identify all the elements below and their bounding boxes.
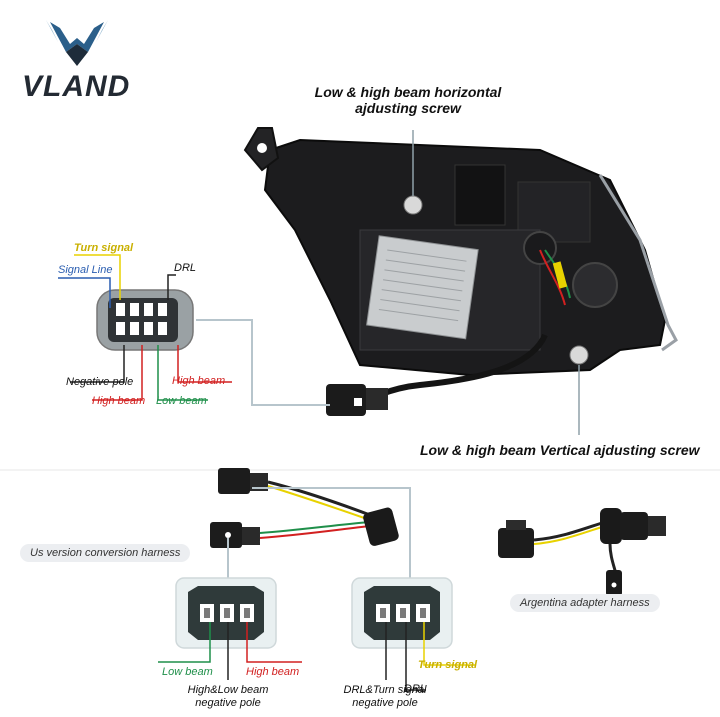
label-turn-signal: Turn signal <box>74 242 134 254</box>
right-plug-illustration <box>351 577 453 649</box>
headlight-plug-illustration <box>326 384 388 416</box>
brand-logo: VLAND <box>22 14 132 104</box>
right-plug-negative: DRL&Turn signal negative pole <box>330 684 440 710</box>
left-plug-negative-line1: High&Low beam <box>187 684 269 696</box>
vland-emblem-icon <box>46 20 108 66</box>
right-plug-negative-line2: negative pole <box>352 697 418 709</box>
left-plug-negative-line2: negative pole <box>195 697 261 709</box>
argentina-harness-illustration <box>498 508 666 596</box>
brand-name: VLAND <box>22 70 131 103</box>
left-plug-negative: High&Low beam negative pole <box>176 684 280 710</box>
label-high-beam-bottom: High beam <box>92 395 146 407</box>
vertical-screw-callout: Low & high beam Vertical ajdusting screw <box>420 442 700 458</box>
us-harness-tag: Us version conversion harness <box>20 544 191 562</box>
horizontal-screw-line2: ajdusting screw <box>355 100 461 116</box>
label-high-beam-right: High beam <box>172 375 226 387</box>
label-drl: DRL <box>174 262 197 274</box>
label-negative-pole: Negative pole <box>66 376 134 388</box>
left-plug-illustration <box>175 577 277 649</box>
label-signal-line: Signal Line <box>58 264 113 276</box>
right-plug-turn-signal: Turn signal <box>418 659 478 671</box>
horizontal-screw-callout: Low & high beam horizontal ajdusting scr… <box>308 84 508 116</box>
horizontal-screw-line1: Low & high beam horizontal <box>314 84 502 100</box>
right-plug-drl: DRL <box>404 683 427 695</box>
us-harness-illustration <box>210 468 399 548</box>
right-plug-negative-line1: DRL&Turn signal <box>343 684 427 696</box>
argentina-harness-tag: Argentina adapter harness <box>510 594 660 612</box>
left-plug-high-beam: High beam <box>246 666 300 678</box>
left-plug-low-beam: Low beam <box>162 666 213 678</box>
main-connector-illustration <box>96 289 194 351</box>
headlight-housing-illustration <box>243 127 678 377</box>
label-low-beam: Low beam <box>156 395 207 407</box>
